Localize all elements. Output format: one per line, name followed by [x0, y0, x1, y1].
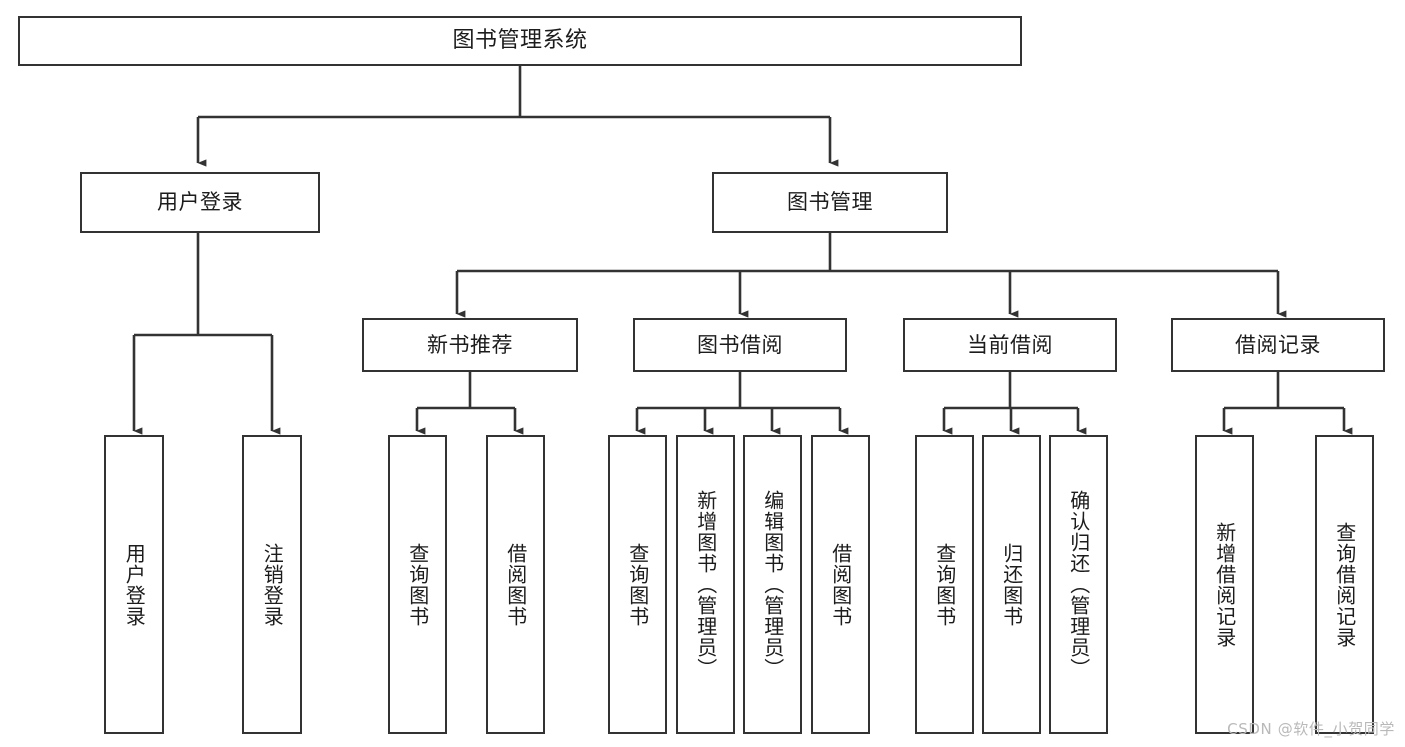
node-leaf-add-book-admin[interactable]: 新增图书（管理员）: [676, 435, 735, 734]
node-label: 新增借阅记录: [1212, 521, 1237, 648]
node-leaf-add-borrow-record[interactable]: 新增借阅记录: [1195, 435, 1254, 734]
node-leaf-query-borrow-record[interactable]: 查询借阅记录: [1315, 435, 1374, 734]
node-label: 查询图书: [625, 542, 650, 627]
node-leaf-return-book[interactable]: 归还图书: [982, 435, 1041, 734]
csdn-watermark: CSDN @软件_小贺同学: [1227, 720, 1395, 738]
node-label: 查询借阅记录: [1332, 521, 1357, 648]
node-root-book-management-system[interactable]: 图书管理系统: [18, 16, 1022, 66]
node-leaf-query-book-recommendation[interactable]: 查询图书: [388, 435, 447, 734]
node-leaf-confirm-return-admin[interactable]: 确认归还（管理员）: [1049, 435, 1108, 734]
node-book-management[interactable]: 图书管理: [712, 172, 948, 233]
node-label: 图书管理: [787, 190, 873, 215]
node-user-login[interactable]: 用户登录: [80, 172, 320, 233]
node-borrowing-record[interactable]: 借阅记录: [1171, 318, 1385, 372]
node-leaf-query-book-current[interactable]: 查询图书: [915, 435, 974, 734]
node-label: 新增图书（管理员）: [693, 490, 718, 679]
node-label: 注销登录: [260, 542, 285, 627]
node-label: 图书管理系统: [452, 28, 588, 54]
node-label: 借阅图书: [828, 542, 853, 627]
node-label: 新书推荐: [427, 332, 513, 357]
node-label: 查询图书: [932, 542, 957, 627]
node-current-borrowing[interactable]: 当前借阅: [903, 318, 1117, 372]
node-label: 图书借阅: [697, 332, 783, 357]
node-new-book-recommendation[interactable]: 新书推荐: [362, 318, 578, 372]
node-label: 借阅记录: [1235, 332, 1321, 357]
node-label: 归还图书: [999, 542, 1024, 627]
node-leaf-logout[interactable]: 注销登录: [242, 435, 302, 734]
node-leaf-borrow-book-recommendation[interactable]: 借阅图书: [486, 435, 545, 734]
node-label: 当前借阅: [967, 332, 1053, 357]
node-label: 查询图书: [405, 542, 430, 627]
node-label: 确认归还（管理员）: [1066, 490, 1091, 679]
connector-lines: [132, 66, 1353, 435]
node-leaf-borrow-book[interactable]: 借阅图书: [811, 435, 870, 734]
node-book-borrowing[interactable]: 图书借阅: [633, 318, 847, 372]
node-label: 借阅图书: [503, 542, 528, 627]
node-leaf-user-login[interactable]: 用户登录: [104, 435, 164, 734]
node-leaf-query-book-borrowing[interactable]: 查询图书: [608, 435, 667, 734]
node-label: 编辑图书（管理员）: [760, 490, 785, 679]
node-label: 用户登录: [157, 190, 243, 215]
node-label: 用户登录: [122, 542, 147, 627]
node-leaf-edit-book-admin[interactable]: 编辑图书（管理员）: [743, 435, 802, 734]
